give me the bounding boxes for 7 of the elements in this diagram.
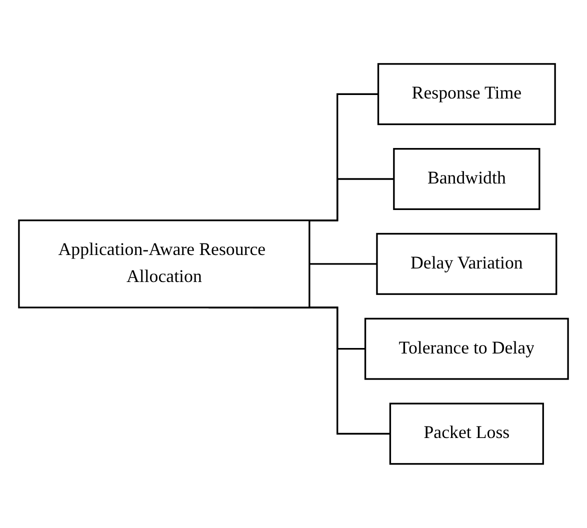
node-box: Packet Loss [389, 402, 544, 465]
node-box: Bandwidth [393, 148, 540, 210]
node-box: Response Time [377, 63, 556, 126]
node-box: Application-Aware Resource Allocation [18, 220, 310, 308]
connector [309, 263, 378, 265]
node-box: Delay Variation [376, 233, 558, 295]
node-box: Tolerance to Delay [364, 318, 569, 380]
